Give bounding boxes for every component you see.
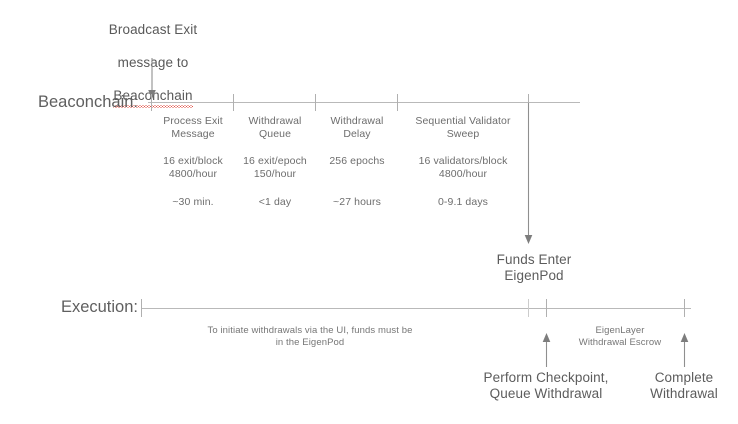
- beaconchain-axis-line: [148, 102, 580, 103]
- broadcast-exit-line2: message to: [117, 55, 189, 71]
- execution-row-label: Execution:: [60, 298, 138, 316]
- eigenlayer-withdrawal-escrow-note: EigenLayer Withdrawal Escrow: [578, 325, 662, 348]
- phase-3-rate: 16 validators/block 4800/hour: [418, 155, 508, 180]
- broadcast-exit-note: Broadcast Exit message to Beaconchain: [82, 6, 224, 121]
- execution-eigenpod-note: To initiate withdrawals via the UI, fund…: [207, 325, 413, 348]
- beaconchain-tick-2: [315, 94, 316, 111]
- phase-0-rate: 16 exit/block 4800/hour: [163, 155, 223, 180]
- broadcast-to-beaconchain-arrow-icon: [148, 58, 156, 99]
- perform-checkpoint-label: Perform Checkpoint, Queue Withdrawal: [483, 370, 609, 402]
- phase-0-duration: ~30 min.: [172, 196, 214, 208]
- execution-tick-complete: [684, 299, 685, 317]
- phase-1-name: Withdrawal Queue: [248, 115, 302, 140]
- phase-2-duration: ~27 hours: [333, 196, 381, 208]
- beaconchain-row-label: Beaconchain:: [38, 93, 138, 111]
- beaconchain-tick-3: [397, 94, 398, 111]
- beaconchain-tick-0: [151, 94, 152, 111]
- beaconchain-tick-1: [233, 94, 234, 111]
- execution-tick-funds-arrival: [528, 299, 529, 317]
- funds-enter-eigenpod-arrow-icon: [524, 103, 533, 244]
- phase-3-duration: 0-9.1 days: [437, 196, 489, 208]
- complete-withdrawal-label: Complete Withdrawal: [650, 370, 718, 402]
- complete-withdrawal-up-arrow-icon: [680, 333, 689, 367]
- broadcast-exit-line1: Broadcast Exit: [108, 22, 198, 38]
- checkpoint-up-arrow-icon: [542, 333, 551, 367]
- execution-tick-start: [141, 299, 142, 317]
- phase-0-name: Process Exit Message: [163, 115, 223, 140]
- phase-2-name: Withdrawal Delay: [330, 115, 384, 140]
- execution-axis-line: [141, 308, 691, 309]
- phase-1-duration: <1 day: [258, 196, 292, 208]
- funds-enter-eigenpod-label: Funds Enter EigenPod: [496, 252, 572, 284]
- phase-2-rate: 256 epochs: [329, 155, 385, 167]
- execution-tick-checkpoint: [546, 299, 547, 317]
- phase-3-name: Sequential Validator Sweep: [415, 115, 511, 140]
- phase-1-rate: 16 exit/epoch 150/hour: [243, 155, 307, 180]
- beaconchain-tick-4: [528, 94, 529, 111]
